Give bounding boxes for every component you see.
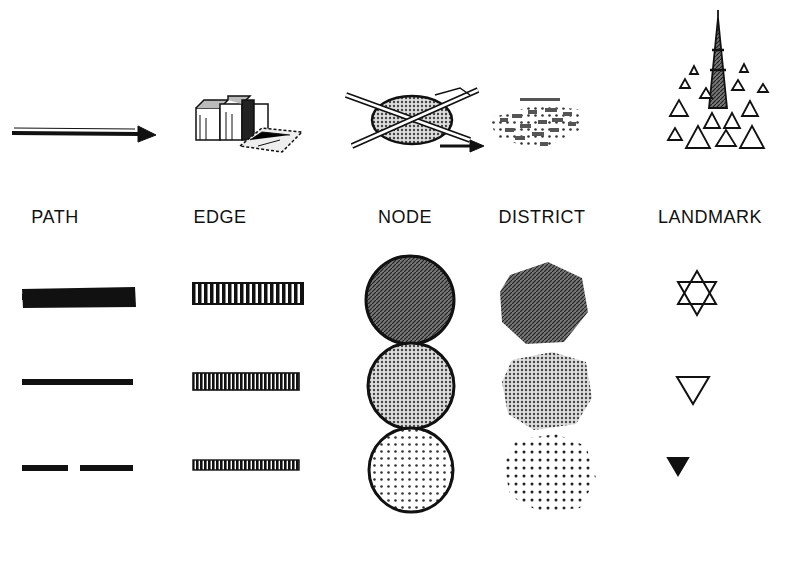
column-heading: LANDMARK bbox=[658, 207, 762, 228]
district-illustration bbox=[490, 98, 582, 150]
column-heading: DISTRICT bbox=[499, 207, 586, 228]
edge-symbols bbox=[193, 283, 303, 470]
node-illustration bbox=[346, 88, 484, 152]
node-symbols bbox=[366, 256, 454, 512]
landmark-symbols bbox=[668, 271, 716, 475]
column-heading: NODE bbox=[378, 207, 432, 228]
column-heading: PATH bbox=[31, 207, 78, 228]
column-heading: EDGE bbox=[193, 207, 246, 228]
district-symbols bbox=[500, 262, 596, 512]
edge-illustration bbox=[196, 96, 302, 152]
path-illustration bbox=[12, 126, 156, 142]
landmark-illustration bbox=[668, 10, 768, 148]
path-symbols bbox=[22, 287, 136, 471]
